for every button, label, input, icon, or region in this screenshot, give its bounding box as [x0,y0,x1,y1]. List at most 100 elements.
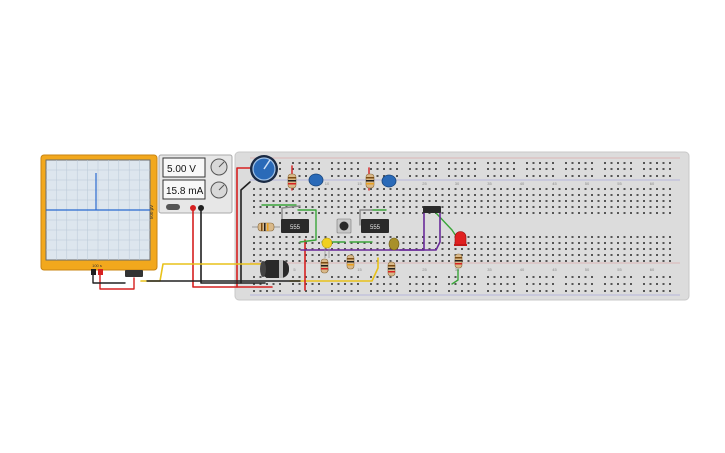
breadboard-hole[interactable] [552,260,554,262]
breadboard-hole[interactable] [636,248,639,250]
breadboard-hole[interactable] [597,242,600,244]
breadboard-hole[interactable] [337,260,340,262]
breadboard-hole[interactable] [311,242,314,244]
breadboard-hole[interactable] [545,194,548,196]
breadboard-hole[interactable] [266,206,268,208]
breadboard-hole[interactable] [500,248,502,250]
breadboard-hole[interactable] [272,212,275,214]
breadboard-hole[interactable] [552,206,554,208]
breadboard-hole[interactable] [669,168,671,170]
breadboard-hole[interactable] [435,162,437,164]
breadboard-hole[interactable] [643,260,645,262]
breadboard-hole[interactable] [513,254,515,256]
breadboard-hole[interactable] [649,168,652,170]
breadboard-hole[interactable] [415,248,418,250]
breadboard-hole[interactable] [376,254,379,256]
breadboard-hole[interactable] [493,206,496,208]
breadboard-hole[interactable] [500,206,502,208]
resistor-top-left[interactable] [287,173,297,189]
breadboard-hole[interactable] [591,248,593,250]
breadboard-hole[interactable] [259,188,262,190]
breadboard-hole[interactable] [526,236,528,238]
breadboard-hole[interactable] [441,206,444,208]
breadboard-hole[interactable] [526,188,528,190]
breadboard-hole[interactable] [656,276,658,278]
capacitor-brown[interactable] [388,237,400,251]
breadboard-hole[interactable] [279,206,281,208]
breadboard-hole[interactable] [253,236,255,238]
breadboard-hole[interactable] [480,188,483,190]
breadboard-hole[interactable] [604,290,606,292]
breadboard-hole[interactable] [571,206,574,208]
breadboard-hole[interactable] [487,175,489,177]
breadboard-hole[interactable] [584,236,587,238]
breadboard-hole[interactable] [565,194,567,196]
breadboard-hole[interactable] [331,206,333,208]
breadboard-hole[interactable] [532,162,535,164]
breadboard-hole[interactable] [617,236,619,238]
led-red[interactable] [454,231,467,246]
breadboard-hole[interactable] [448,162,450,164]
breadboard-hole[interactable] [604,194,606,196]
breadboard-hole[interactable] [259,194,262,196]
breadboard-hole[interactable] [656,242,658,244]
breadboard-hole[interactable] [474,162,476,164]
breadboard-hole[interactable] [409,175,411,177]
breadboard-hole[interactable] [623,194,626,196]
breadboard-hole[interactable] [636,212,639,214]
breadboard-hole[interactable] [422,188,424,190]
breadboard-hole[interactable] [487,290,489,292]
breadboard-hole[interactable] [519,212,522,214]
breadboard-hole[interactable] [376,290,379,292]
breadboard-hole[interactable] [662,254,665,256]
breadboard-hole[interactable] [324,254,327,256]
breadboard-hole[interactable] [318,206,320,208]
wire-gray-2[interactable] [359,209,373,226]
breadboard-hole[interactable] [370,276,372,278]
breadboard-hole[interactable] [311,206,314,208]
breadboard-hole[interactable] [305,236,307,238]
breadboard-hole[interactable] [448,194,450,196]
breadboard-hole[interactable] [662,236,665,238]
breadboard-hole[interactable] [370,188,372,190]
breadboard-hole[interactable] [669,290,671,292]
breadboard-hole[interactable] [292,290,294,292]
breadboard-hole[interactable] [409,212,411,214]
breadboard-hole[interactable] [643,200,645,202]
breadboard-hole[interactable] [526,290,528,292]
breadboard-hole[interactable] [643,242,645,244]
breadboard-hole[interactable] [422,283,424,285]
breadboard-hole[interactable] [409,254,411,256]
breadboard-hole[interactable] [337,236,340,238]
breadboard-hole[interactable] [311,162,314,164]
breadboard-hole[interactable] [656,168,658,170]
breadboard-hole[interactable] [396,276,398,278]
breadboard-hole[interactable] [461,276,463,278]
breadboard-hole[interactable] [604,206,606,208]
breadboard-hole[interactable] [623,200,626,202]
breadboard-hole[interactable] [474,200,476,202]
breadboard-hole[interactable] [532,200,535,202]
breadboard-hole[interactable] [253,283,255,285]
breadboard-hole[interactable] [610,283,613,285]
breadboard-hole[interactable] [669,254,671,256]
breadboard-hole[interactable] [441,212,444,214]
breadboard-hole[interactable] [467,254,470,256]
breadboard-hole[interactable] [623,212,626,214]
breadboard-hole[interactable] [337,276,340,278]
breadboard-hole[interactable] [506,248,509,250]
breadboard-hole[interactable] [571,248,574,250]
breadboard-hole[interactable] [292,276,294,278]
wire-red-rail[interactable] [236,167,253,288]
breadboard-hole[interactable] [344,175,346,177]
breadboard-hole[interactable] [552,242,554,244]
breadboard-hole[interactable] [396,194,398,196]
breadboard-hole[interactable] [669,242,671,244]
breadboard-hole[interactable] [545,242,548,244]
breadboard-hole[interactable] [578,254,580,256]
breadboard-hole[interactable] [474,206,476,208]
breadboard-hole[interactable] [487,283,489,285]
breadboard-hole[interactable] [565,248,567,250]
breadboard-hole[interactable] [552,254,554,256]
breadboard-hole[interactable] [552,162,554,164]
